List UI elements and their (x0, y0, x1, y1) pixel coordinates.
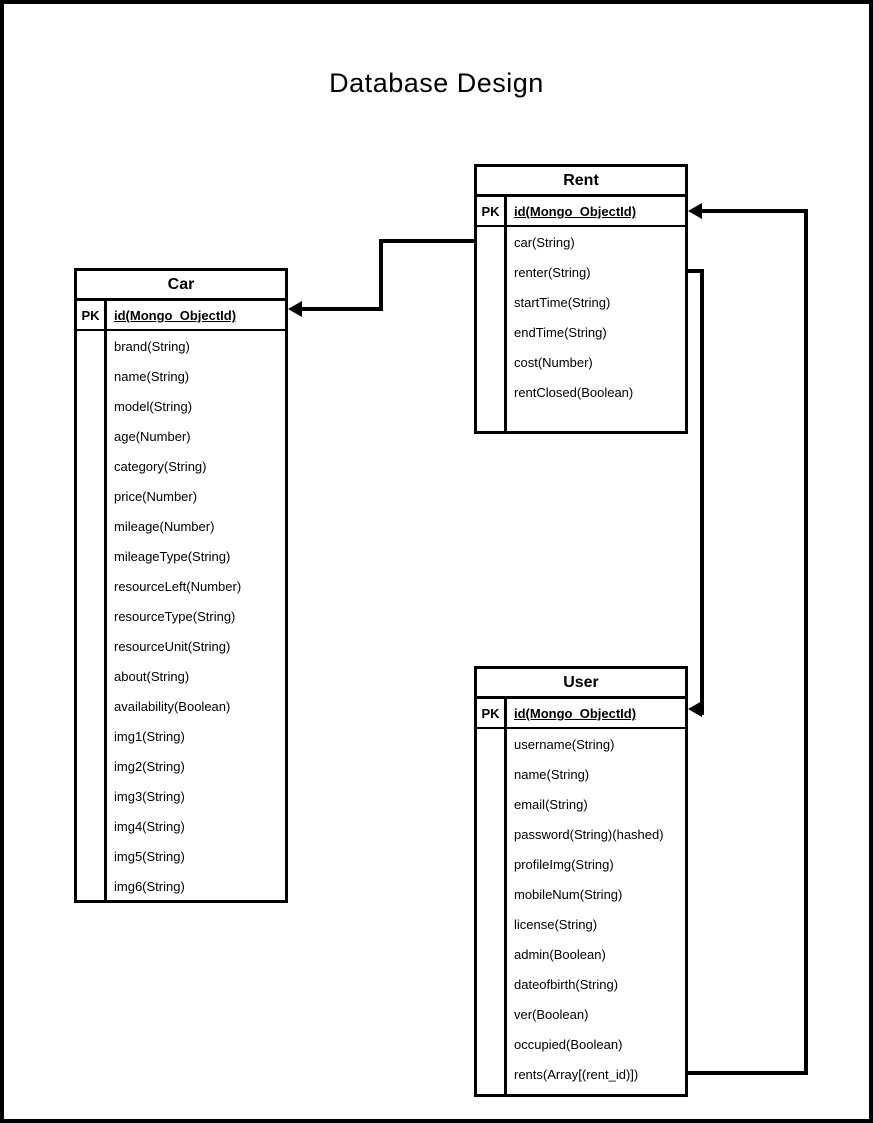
pk-label: PK (77, 301, 104, 331)
field-row: price(Number) (114, 489, 198, 504)
field-row: ver(Boolean) (514, 1007, 589, 1022)
relationship-line-user-rent (687, 1071, 808, 1075)
field-list: car(String) renter(String) startTime(Strin… (507, 227, 685, 407)
field-row: username(String) (514, 737, 615, 752)
field-row: car(String) (514, 235, 575, 250)
field-row: name(String) (514, 767, 590, 782)
pk-label: PK (477, 197, 504, 227)
field-row: age(Number) (114, 429, 191, 444)
field-row: availability(Boolean) (114, 699, 231, 714)
field-row: img2(String) (114, 759, 185, 774)
field-row: img4(String) (114, 819, 185, 834)
field-row: mobileNum(String) (514, 887, 623, 902)
field-row: password(String)(hashed) (514, 827, 664, 842)
field-row: rentClosed(Boolean) (514, 385, 634, 400)
fields-column: id(Mongo_ObjectId) username(String) name(… (507, 699, 685, 1094)
field-row: email(String) (514, 797, 588, 812)
table-body: PK id(Mongo_ObjectId) brand(String) name(… (77, 301, 285, 900)
pk-column: PK (477, 197, 507, 431)
field-row: name(String) (114, 369, 190, 384)
primary-key-field: id(Mongo_ObjectId) (507, 197, 685, 227)
table-body: PK id(Mongo_ObjectId) username(String) na… (477, 699, 685, 1094)
fields-column: id(Mongo_ObjectId) brand(String) name(Str… (107, 301, 285, 900)
field-row: img6(String) (114, 879, 185, 894)
field-row: cost(Number) (514, 355, 593, 370)
field-row: dateofbirth(String) (514, 977, 619, 992)
field-row: resourceUnit(String) (114, 639, 231, 654)
relationship-line-rent-user (687, 269, 704, 273)
arrowhead-icon (688, 203, 702, 219)
field-row: about(String) (114, 669, 190, 684)
primary-key-field: id(Mongo_ObjectId) (507, 699, 685, 729)
primary-key-field: id(Mongo_ObjectId) (107, 301, 285, 331)
table-title: Rent (477, 167, 685, 197)
field-row: startTime(String) (514, 295, 611, 310)
arrowhead-icon (688, 701, 702, 717)
field-row: brand(String) (114, 339, 190, 354)
field-row: resourceLeft(Number) (114, 579, 242, 594)
field-row: profileImg(String) (514, 857, 614, 872)
field-row: mileage(Number) (114, 519, 215, 534)
field-list: brand(String) name(String) model(String) ag… (107, 331, 285, 901)
field-row: renter(String) (514, 265, 591, 280)
field-row: rents(Array[(rent_id)]) (514, 1067, 639, 1082)
relationship-line-user-rent (804, 209, 808, 1075)
relationship-line-rent-car (379, 239, 474, 243)
field-row: category(String) (114, 459, 207, 474)
table-title: User (477, 669, 685, 699)
field-row: admin(Boolean) (514, 947, 606, 962)
entity-table-user: User PK id(Mongo_ObjectId) username(Stri… (474, 666, 688, 1097)
field-row: license(String) (514, 917, 598, 932)
field-row: model(String) (114, 399, 193, 414)
field-row: img3(String) (114, 789, 185, 804)
entity-table-car: Car PK id(Mongo_ObjectId) brand(String) n… (74, 268, 288, 903)
page-title: Database Design (329, 68, 544, 98)
fields-column: id(Mongo_ObjectId) car(String) renter(Str… (507, 197, 685, 431)
relationship-line-user-rent (698, 209, 808, 213)
field-row: img1(String) (114, 729, 185, 744)
field-row: endTime(String) (514, 325, 607, 340)
relationship-line-rent-car (379, 239, 383, 311)
field-row: mileageType(String) (114, 549, 231, 564)
field-row: resourceType(String) (114, 609, 236, 624)
relationship-line-rent-car (298, 307, 383, 311)
arrowhead-icon (288, 301, 302, 317)
table-title: Car (77, 271, 285, 301)
pk-column: PK (77, 301, 107, 900)
field-row: img5(String) (114, 849, 185, 864)
table-body: PK id(Mongo_ObjectId) car(String) renter(… (477, 197, 685, 431)
field-list: username(String) name(String) email(String… (507, 729, 685, 1089)
pk-column: PK (477, 699, 507, 1094)
pk-label: PK (477, 699, 504, 729)
field-row: occupied(Boolean) (514, 1037, 623, 1052)
relationship-line-rent-user (700, 269, 704, 715)
entity-table-rent: Rent PK id(Mongo_ObjectId) car(String) re… (474, 164, 688, 434)
